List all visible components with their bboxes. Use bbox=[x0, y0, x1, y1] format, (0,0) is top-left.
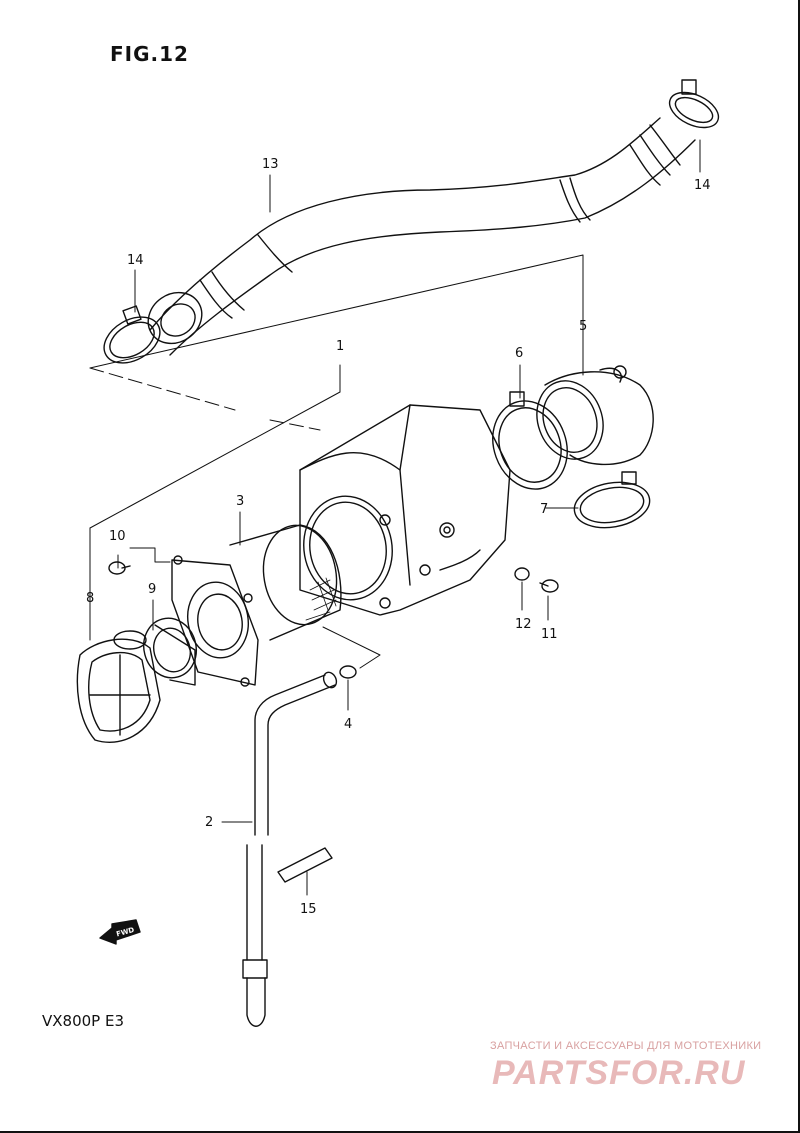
watermark-logo: PARTSFOR.RU bbox=[492, 1054, 746, 1092]
part-14-hose-clamp-left bbox=[103, 305, 161, 364]
part-11-bolt bbox=[539, 579, 559, 593]
part-6-hose-clamp bbox=[492, 391, 568, 490]
part-9-connector bbox=[143, 617, 197, 686]
callout-10: 10 bbox=[109, 529, 126, 544]
callout-2: 2 bbox=[205, 815, 213, 830]
model-code: VX800P E3 bbox=[42, 1012, 125, 1030]
callout-1: 1 bbox=[336, 339, 344, 354]
callout-6: 6 bbox=[515, 346, 523, 361]
callout-11: 11 bbox=[541, 627, 558, 642]
part-1-air-cleaner-case bbox=[299, 404, 511, 616]
callout-labels: 1 2 3 4 5 6 7 8 9 10 11 12 13 14 14 15 bbox=[86, 157, 711, 917]
watermark-tagline: ЗАПЧАСТИ И АКСЕССУАРЫ ДЛЯ МОТОТЕХНИКИ bbox=[490, 1040, 762, 1052]
part-13-intake-duct bbox=[147, 117, 696, 356]
part-2-drain-tube bbox=[242, 671, 338, 1027]
callout-3: 3 bbox=[236, 494, 244, 509]
part-10-screw bbox=[108, 561, 131, 575]
callout-8: 8 bbox=[86, 591, 94, 606]
forward-arrow-icon: FWD bbox=[99, 919, 141, 945]
part-12-nut bbox=[514, 567, 530, 581]
part-14-hose-clamp-right bbox=[668, 79, 720, 129]
leader-lines bbox=[89, 139, 701, 896]
part-3-filter-element bbox=[171, 524, 342, 687]
callout-9: 9 bbox=[148, 582, 156, 597]
part-4-clip bbox=[339, 665, 357, 679]
callout-5: 5 bbox=[579, 319, 587, 334]
part-5-outlet-elbow bbox=[536, 365, 654, 466]
callout-4: 4 bbox=[344, 717, 352, 732]
callout-14-left: 14 bbox=[127, 253, 144, 268]
part-7-band bbox=[573, 471, 651, 529]
part-8-inlet-funnel bbox=[76, 630, 161, 743]
part-15-clamp bbox=[277, 847, 333, 883]
callout-15: 15 bbox=[300, 902, 317, 917]
callout-13: 13 bbox=[262, 157, 279, 172]
figure-title: FIG.12 bbox=[110, 42, 189, 66]
callout-7: 7 bbox=[540, 502, 548, 517]
callout-14-right: 14 bbox=[694, 178, 711, 193]
callout-12: 12 bbox=[515, 617, 532, 632]
